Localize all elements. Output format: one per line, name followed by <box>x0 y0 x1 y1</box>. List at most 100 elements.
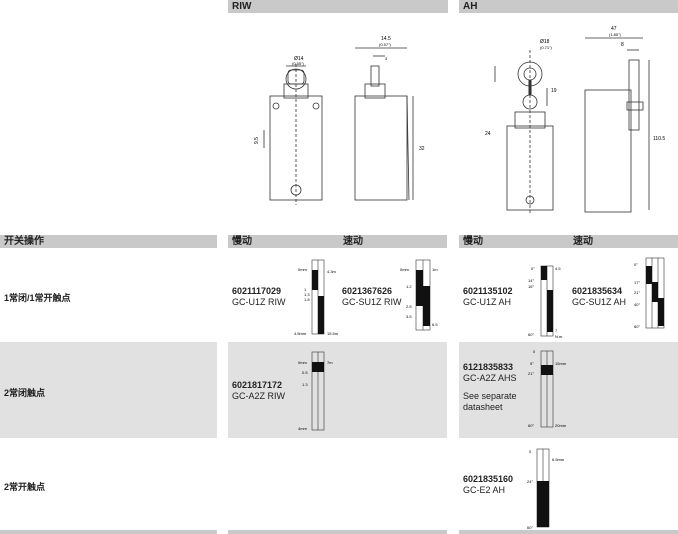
tick-label: 21° <box>528 371 534 376</box>
row3-ah-slow-product: 6021835160 GC-E2 AH <box>463 474 513 496</box>
tick-label: 14° <box>528 278 534 283</box>
note-line-1: See separate <box>463 391 517 401</box>
product-model: GC-SU1Z AH <box>572 297 627 307</box>
tick-label: 0° <box>531 266 535 271</box>
riw-side-h: 32 <box>419 146 425 152</box>
bottom-bar-mid <box>228 530 447 534</box>
row1-riw-slow-diagram: 0mm 1 1.3 1.8 4.5mm 4.3m 15.5m <box>294 259 339 336</box>
ah-op-bar <box>459 235 678 248</box>
row2-bg-left <box>0 342 217 438</box>
tick-label: 21° <box>634 290 640 295</box>
row2-bg-mid <box>228 342 447 438</box>
row2-riw-slow-diagram: 0mm 0.5 1.3 4mm 7m <box>298 351 333 431</box>
riw-slow-label: 慢动 <box>232 236 252 247</box>
tick-label: 6.5mm <box>552 457 565 462</box>
ah-front-drawing: Ø18 (0.71") 19 24 <box>485 39 557 215</box>
ah-side-w1-in: (1.85") <box>609 32 622 37</box>
product-code: 6021117029 <box>232 286 282 296</box>
switch-op-label: 开关操作 <box>4 236 44 247</box>
riw-op-bar <box>228 235 447 248</box>
tick-label: 60° <box>528 423 534 428</box>
tick-label: 3.5 <box>406 314 412 319</box>
row2-label: 2常闭触点 <box>4 388 46 398</box>
tick-label: 4.5mm <box>294 331 307 336</box>
ah-side-drawing: 47 (1.85") 8 110.5 <box>584 26 665 213</box>
tick-label: 15mm <box>555 361 567 366</box>
row2-riw-slow-product: 6021817172 GC-A2Z RIW <box>232 380 285 402</box>
tick-label: 1.8 <box>304 297 310 302</box>
tick-label: 20mm <box>555 423 567 428</box>
riw-front-dia: Ø14 <box>294 56 304 62</box>
tick-label: 17° <box>634 280 640 285</box>
product-model: GC-U1Z AH <box>463 297 512 307</box>
row1-ah-snap-product: 6021835634 GC-SU1Z AH <box>572 286 626 308</box>
tick-label: 4.5 <box>555 266 561 271</box>
ah-front-dia-in: (0.71") <box>540 45 553 50</box>
product-code: 6021135102 <box>463 286 513 296</box>
tick-label: 1 <box>304 287 307 292</box>
tick-label: 0° <box>634 262 638 267</box>
product-model: GC-A2Z RIW <box>232 391 285 401</box>
product-code: 6121835833 <box>463 362 514 372</box>
ah-front-dia: Ø18 <box>540 39 550 45</box>
tick-label: 2.5 <box>406 304 412 309</box>
row3-label: 2常开触点 <box>4 482 46 492</box>
ah-snap-label: 速动 <box>573 236 593 247</box>
tick-label: 60° <box>527 525 533 530</box>
tick-label: 0.5 <box>302 370 308 375</box>
row1-ah-slow-diagram: 0° 14° 16° 60° 4.5 7 N.m <box>528 265 563 339</box>
note-line-2: datasheet <box>463 402 503 412</box>
row1-label: 1常闭/1常开触点 <box>4 293 71 303</box>
riw-side-w: 14.5 <box>381 36 391 42</box>
tick-label: 60° <box>528 332 534 337</box>
row3-ah-slow-diagram: 0 24° 60° 6.5mm <box>527 448 565 530</box>
tick-label: 15.5m <box>327 331 339 336</box>
tick-label: 40° <box>634 302 640 307</box>
riw-front-dia-in: (0.55") <box>292 61 305 66</box>
riw-side-w-in: (0.57") <box>379 42 392 47</box>
product-code: 6021835634 <box>572 286 623 296</box>
ah-header: AH <box>459 0 678 13</box>
product-code: 6021835160 <box>463 474 514 484</box>
ah-side-h: 110.5 <box>653 136 665 142</box>
riw-front-h: 9.5 <box>254 137 260 144</box>
tick-label: 1.3 <box>302 382 308 387</box>
tick-label: 60° <box>634 324 640 329</box>
row1-riw-slow-product: 6021117029 GC-U1Z RIW <box>232 286 286 308</box>
tick-label: 0mm <box>298 267 308 272</box>
riw-snap-label: 速动 <box>343 236 363 247</box>
product-model: GC-A2Z AHS <box>463 373 517 383</box>
ah-front-h1: 19 <box>551 88 557 94</box>
row1-ah-slow-product: 6021135102 GC-U1Z AH <box>463 286 513 308</box>
tick-label: 5° <box>530 361 534 366</box>
product-model: GC-E2 AH <box>463 485 506 495</box>
tick-label: 7m <box>327 360 333 365</box>
product-code: 6021367626 <box>342 286 393 296</box>
ah-front-h2: 24 <box>485 131 491 137</box>
riw-side-d: 3 <box>385 56 388 61</box>
tick-label: 6.5 <box>432 322 438 327</box>
product-model: GC-SU1Z RIW <box>342 297 402 307</box>
tick-label: 1m <box>432 267 438 272</box>
row2-bg-right <box>459 342 678 438</box>
tick-label: 0 <box>533 349 536 354</box>
tick-label: 24° <box>527 479 533 484</box>
tick-label: 0mm <box>298 360 308 365</box>
tick-label: 1.2 <box>406 284 412 289</box>
tick-label: 16° <box>528 284 534 289</box>
tick-label: 0mm <box>400 267 410 272</box>
switch-op-bar <box>0 235 217 248</box>
riw-header: RIW <box>228 0 448 13</box>
tick-label: 4mm <box>298 426 308 431</box>
riw-side-drawing: 14.5 (0.57") 3 32 <box>354 36 425 201</box>
ah-slow-label: 慢动 <box>463 236 483 247</box>
row1-ah-snap-diagram: 0° 17° 21° 40° 60° <box>634 257 665 329</box>
row1-riw-snap-diagram: 0mm 1.2 2.5 3.5 6.5 1m <box>400 259 438 331</box>
product-code: 6021817172 <box>232 380 283 390</box>
bottom-bar-left <box>0 530 217 534</box>
ah-side-w2: 8 <box>621 42 624 48</box>
tick-label: 4.3m <box>327 269 337 274</box>
row2-ah-slow-product: 6121835833 GC-A2Z AHS See separate datas… <box>463 362 517 413</box>
riw-front-drawing: Ø14 (0.55") 9.5 <box>254 56 323 205</box>
tick-label: 1.3 <box>304 292 310 297</box>
